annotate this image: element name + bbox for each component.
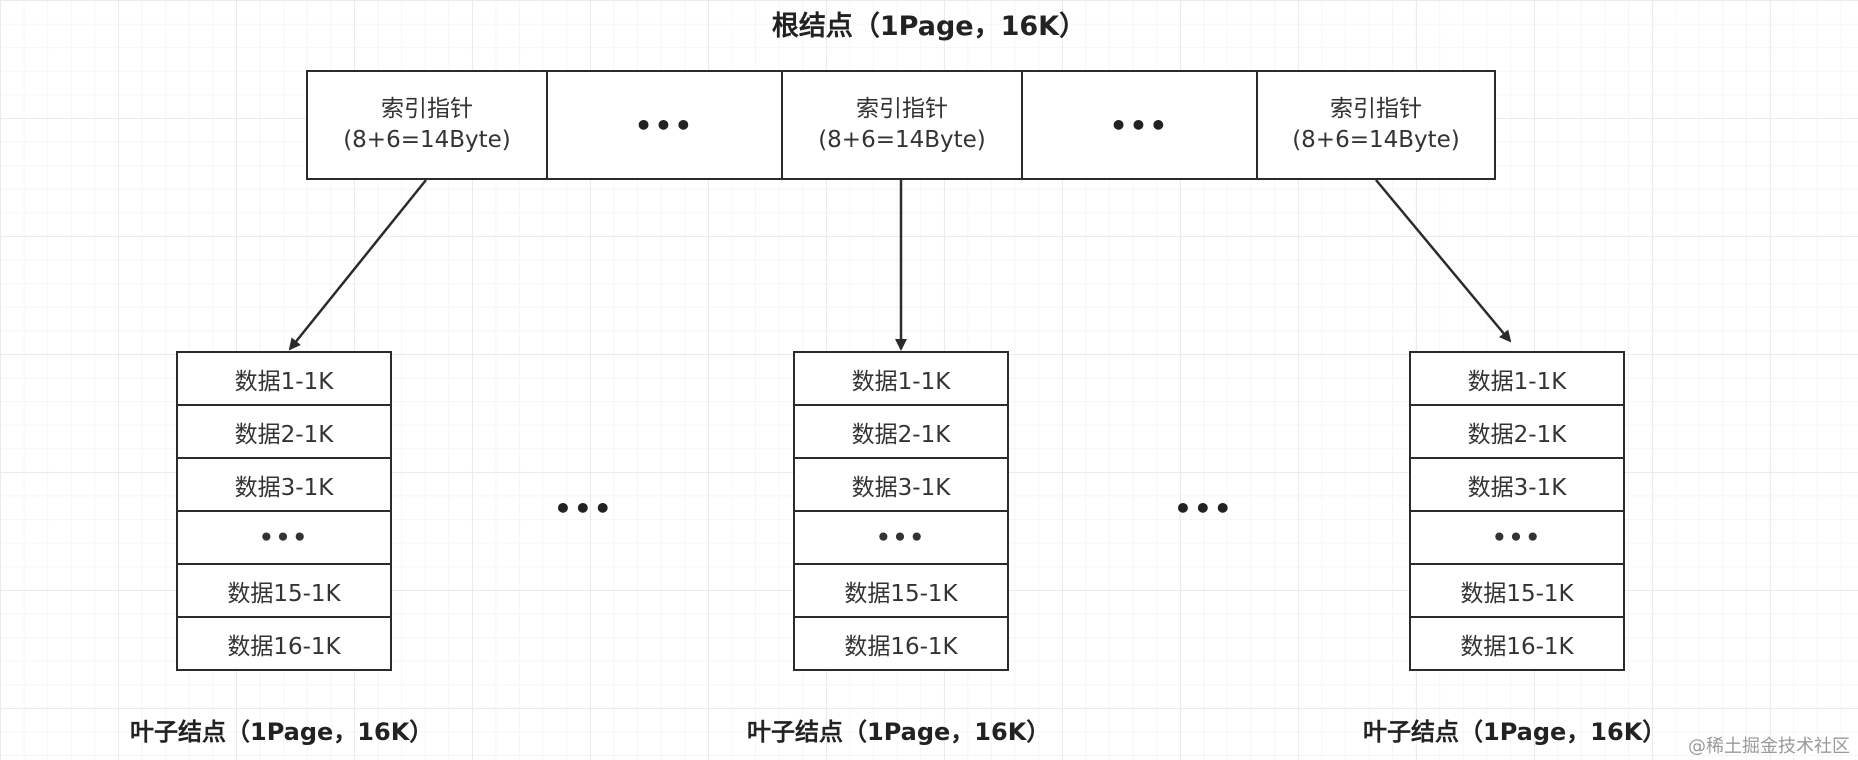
- data-row: 数据1-1K: [178, 353, 390, 406]
- root-node-title: 根结点（1Page，16K）: [771, 11, 1087, 42]
- ellipsis-cell: •••: [1023, 72, 1258, 178]
- data-row: 数据2-1K: [795, 406, 1007, 459]
- watermark: @稀土掘金技术社区: [1688, 736, 1850, 757]
- index-pointer-cell: 索引指针 (8+6=14Byte): [783, 72, 1023, 178]
- data-row: 数据2-1K: [1411, 406, 1623, 459]
- index-pointer-label: 索引指针: [1330, 96, 1422, 122]
- leaf-node-label: 叶子结点（1Page，16K）: [1363, 718, 1667, 746]
- index-pointer-cell: 索引指针 (8+6=14Byte): [308, 72, 548, 178]
- data-row-ellipsis: •••: [1411, 512, 1623, 565]
- index-pointer-cell: 索引指针 (8+6=14Byte): [1258, 72, 1494, 178]
- index-pointer-size: (8+6=14Byte): [1292, 127, 1460, 153]
- data-row-ellipsis: •••: [178, 512, 390, 565]
- data-row: 数据16-1K: [844, 633, 958, 660]
- ellipsis-cell: •••: [548, 72, 783, 178]
- data-row: 数据2-1K: [178, 406, 390, 459]
- leaf-node-label: 叶子结点（1Page，16K）: [747, 718, 1051, 746]
- data-row: 数据15-1K: [178, 565, 390, 618]
- leaf-node-label: 叶子结点（1Page，16K）: [130, 718, 434, 746]
- index-pointer-size: (8+6=14Byte): [343, 127, 511, 153]
- index-pointer-size: (8+6=14Byte): [818, 127, 986, 153]
- data-row: 数据3-1K: [1411, 459, 1623, 512]
- root-node: 索引指针 (8+6=14Byte) ••• 索引指针 (8+6=14Byte) …: [306, 70, 1496, 180]
- data-row: 数据1-1K: [795, 353, 1007, 406]
- data-row: 数据15-1K: [1411, 565, 1623, 618]
- leaf-node: 数据1-1K 数据2-1K 数据3-1K ••• 数据15-1K 数据16-1K: [793, 351, 1009, 671]
- ellipsis: •••: [1109, 108, 1170, 142]
- data-row: 数据3-1K: [178, 459, 390, 512]
- index-pointer-label: 索引指针: [381, 96, 473, 122]
- data-row-ellipsis: •••: [795, 512, 1007, 565]
- leaf-node: 数据1-1K 数据2-1K 数据3-1K ••• 数据15-1K 数据16-1K: [1409, 351, 1625, 671]
- leaf-ellipsis: •••: [1174, 492, 1234, 525]
- arrow-right: [1375, 179, 1512, 343]
- data-row: 数据16-1K: [1460, 633, 1574, 660]
- data-row: 数据16-1K: [227, 633, 341, 660]
- ellipsis: •••: [634, 108, 695, 142]
- index-pointer-label: 索引指针: [856, 96, 948, 122]
- leaf-ellipsis: •••: [554, 492, 614, 525]
- data-row: 数据1-1K: [1411, 353, 1623, 406]
- leaf-node: 数据1-1K 数据2-1K 数据3-1K ••• 数据15-1K 数据16-1K: [176, 351, 392, 671]
- data-row: 数据15-1K: [795, 565, 1007, 618]
- data-row: 数据3-1K: [795, 459, 1007, 512]
- arrow-left: [288, 179, 427, 351]
